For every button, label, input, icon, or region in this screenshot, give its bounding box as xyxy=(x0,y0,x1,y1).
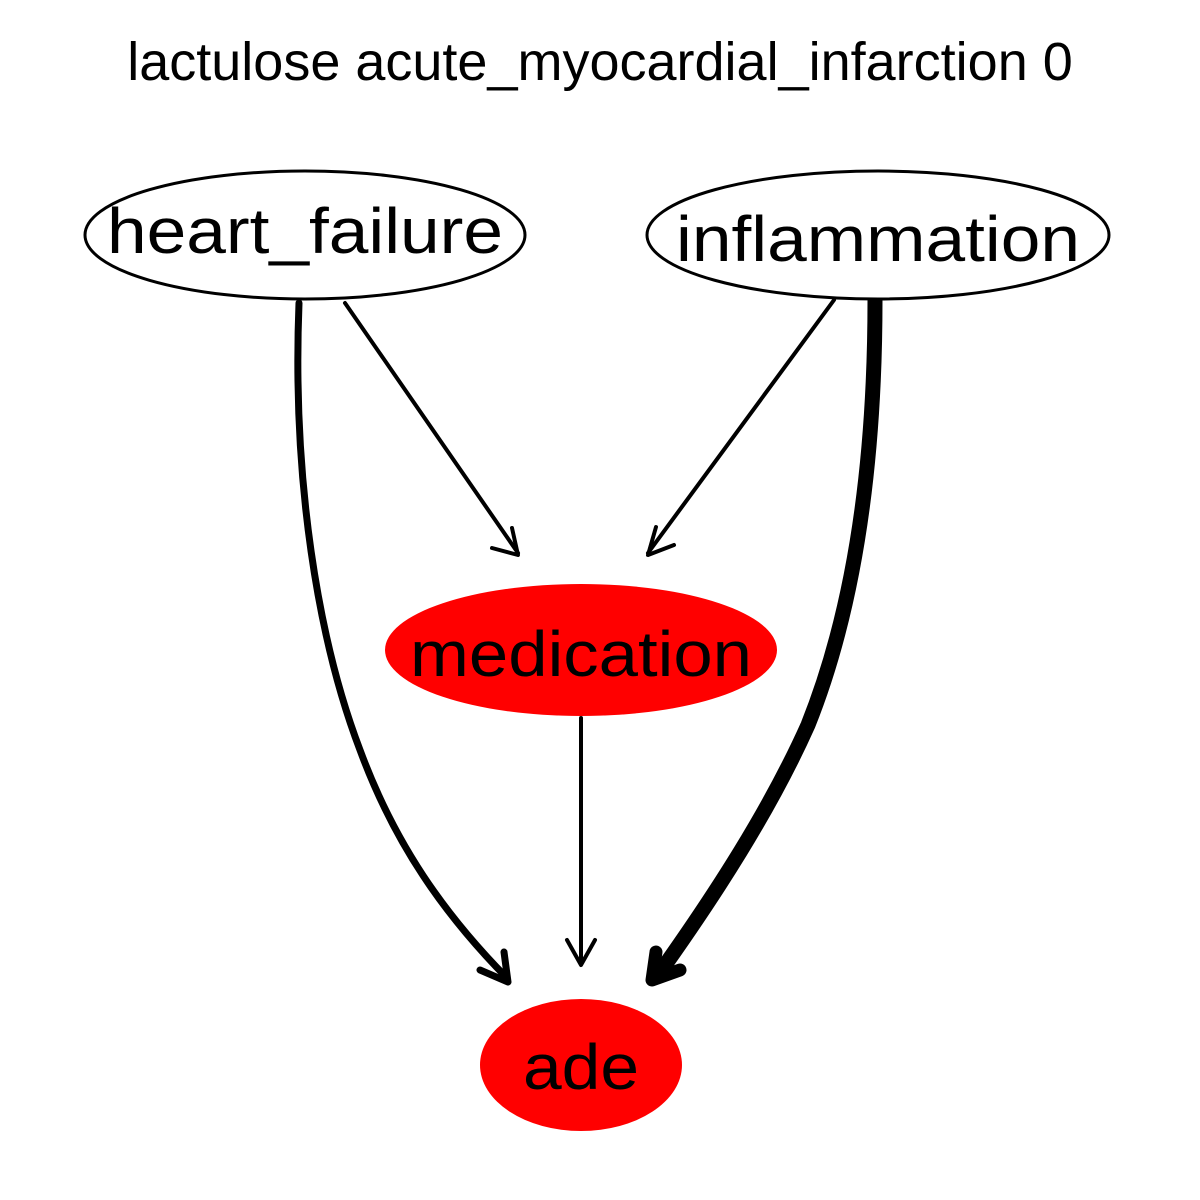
arrowhead-icon xyxy=(490,526,520,557)
arrowhead-icon xyxy=(646,525,676,557)
edges xyxy=(294,292,883,987)
edge-medication-to-ade xyxy=(565,716,597,967)
edge-line xyxy=(343,301,520,555)
edge-heart-failure-to-ade xyxy=(294,299,512,986)
edge-inflammation-to-medication xyxy=(646,298,836,557)
node-label: heart_failure xyxy=(107,195,503,267)
arrowhead-icon xyxy=(645,945,687,987)
edge-line xyxy=(646,298,836,555)
node-ade: ade xyxy=(480,999,682,1131)
node-medication: medication xyxy=(385,584,777,716)
edge-inflammation-to-ade xyxy=(645,292,883,987)
node-ellipse xyxy=(83,169,527,301)
node-label: medication xyxy=(410,618,752,690)
edge-line xyxy=(650,292,883,983)
node-ellipse xyxy=(385,584,777,716)
node-label: ade xyxy=(523,1031,639,1103)
node-ellipse xyxy=(480,999,682,1131)
edge-heart-failure-to-medication xyxy=(343,301,520,557)
arrowhead-icon xyxy=(476,948,512,986)
node-ellipse xyxy=(645,169,1111,301)
node-heart-failure: heart_failure xyxy=(83,169,527,301)
node-inflammation: inflammation xyxy=(645,169,1111,301)
arrowhead-icon xyxy=(565,938,597,967)
graph-title: lactulose acute_myocardial_infarction 0 xyxy=(127,32,1073,92)
node-label: inflammation xyxy=(676,203,1080,275)
edge-line xyxy=(294,299,511,982)
